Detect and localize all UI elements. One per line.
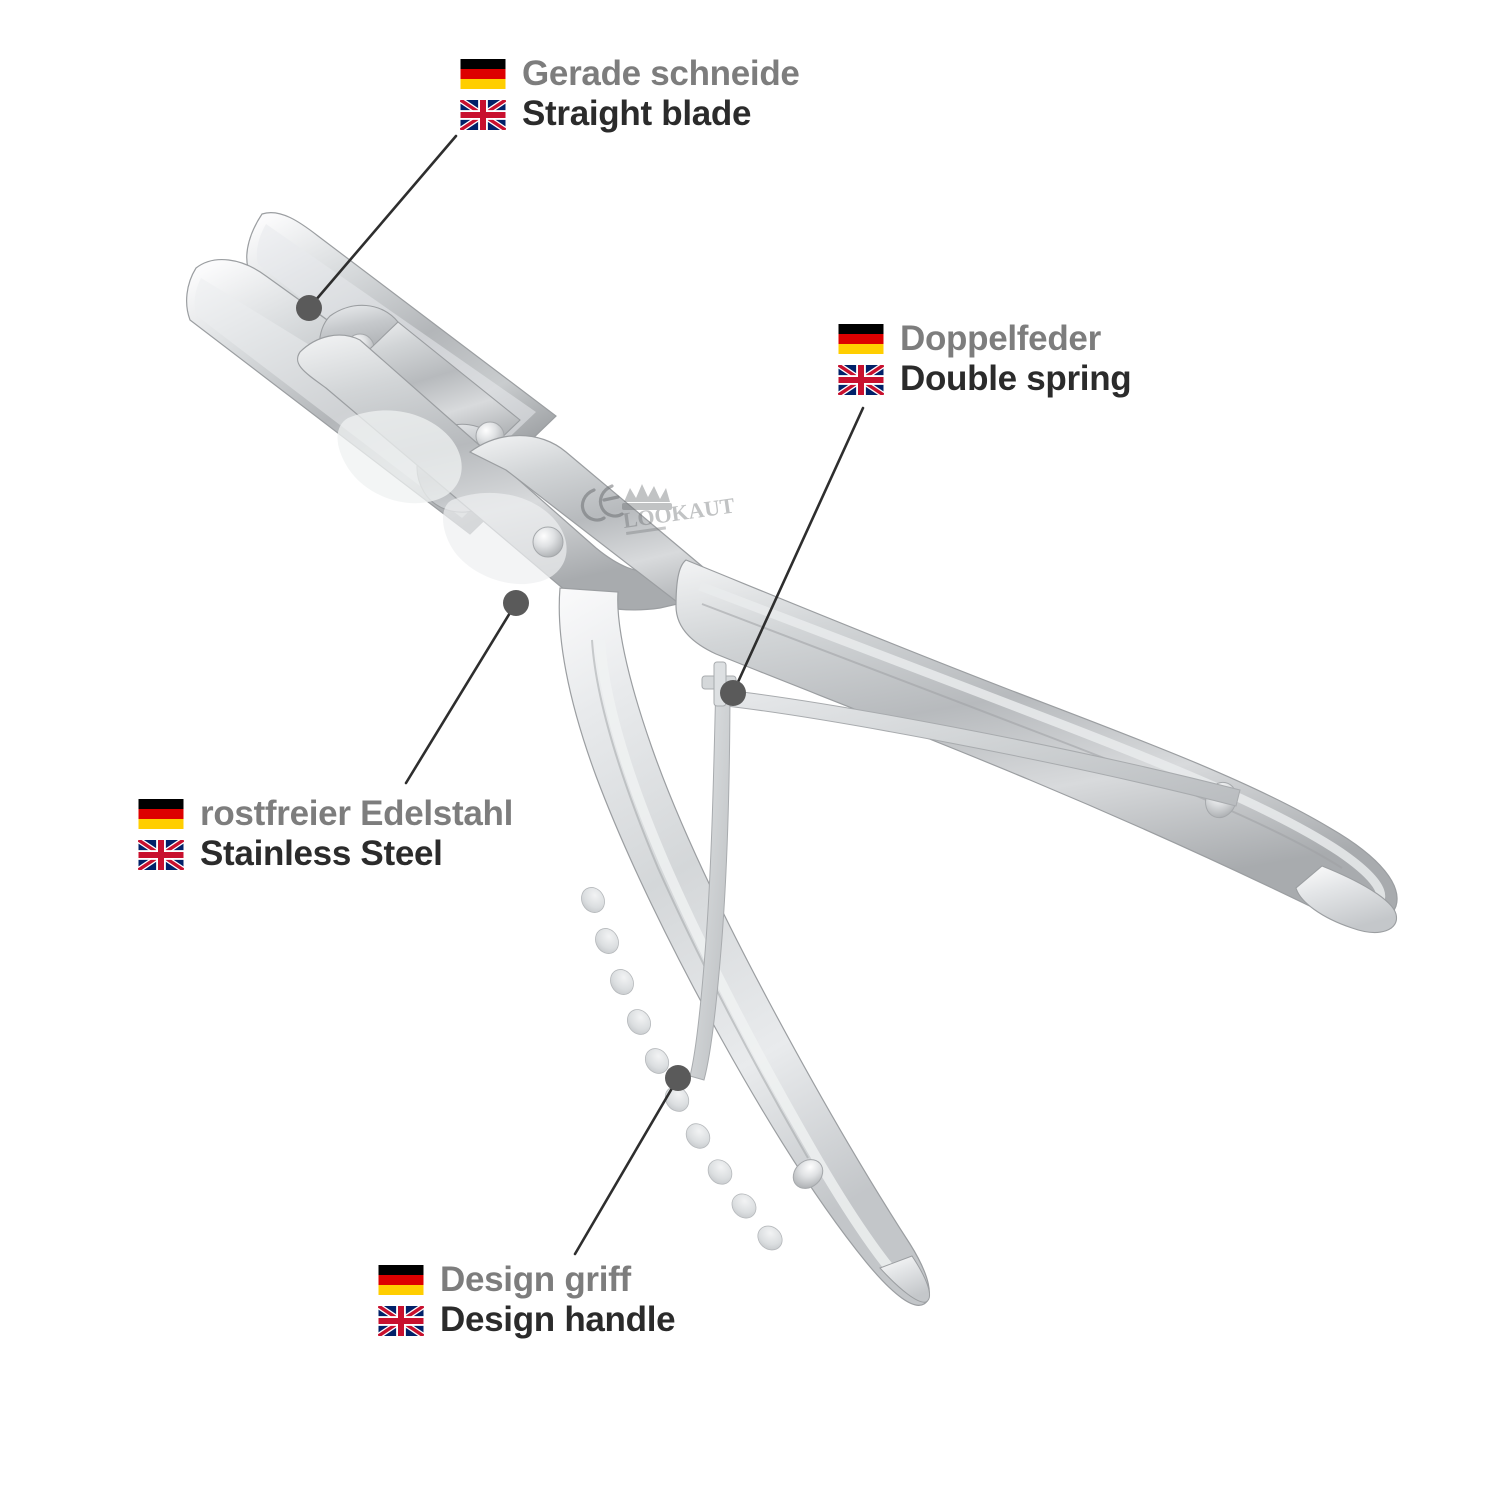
flag-germany-icon (378, 1265, 424, 1296)
flag-uk-icon (138, 839, 184, 870)
callout-row-en: Straight blade (460, 94, 800, 134)
leader-line-stainless-steel (404, 601, 518, 785)
flag-germany-icon (460, 59, 506, 90)
callout-dot-double-spring (720, 680, 746, 706)
callout-label-de: Doppelfeder (900, 319, 1101, 358)
callout-straight-blade: Gerade schneide Straight blade (460, 54, 800, 134)
flag-uk-icon (378, 1305, 424, 1336)
leader-line-double-spring (731, 406, 865, 695)
lower-handle (558, 587, 930, 1306)
callout-label-de: Design griff (440, 1260, 631, 1299)
callout-row-en: Stainless Steel (138, 834, 513, 874)
callout-leader-lines (307, 134, 865, 1256)
flag-germany-icon (138, 799, 184, 830)
callout-label-de: Gerade schneide (522, 54, 800, 93)
tool-head-body (296, 334, 714, 611)
double-spring (689, 661, 1241, 1081)
callout-design-handle: Design griff Design handle (378, 1260, 676, 1340)
callout-label-de: rostfreier Edelstahl (200, 794, 513, 833)
rivet-main-pivot (532, 526, 564, 558)
callout-label-en: Design handle (440, 1300, 676, 1340)
callout-stainless-steel: rostfreier Edelstahl Stainless Steel (138, 794, 513, 874)
callout-row-de: rostfreier Edelstahl (138, 794, 513, 833)
callout-label-en: Stainless Steel (200, 834, 443, 874)
flag-germany-icon (838, 324, 884, 355)
callout-row-de: Gerade schneide (460, 54, 800, 93)
ce-mark-engraving (580, 484, 624, 522)
brand-logo-engraving: LOOKAUT (621, 484, 736, 535)
leader-line-design-handle (573, 1076, 680, 1256)
upper-handle (675, 559, 1398, 933)
handle-stud-lower (792, 1159, 824, 1189)
grip-dimples (581, 887, 783, 1251)
leader-line-straight-blade (307, 134, 458, 310)
callout-dot-stainless-steel (503, 590, 529, 616)
callout-row-de: Design griff (378, 1260, 675, 1299)
callout-double-spring: Doppelfeder Double spring (838, 319, 1132, 399)
flag-uk-icon (460, 99, 506, 130)
callout-row-de: Doppelfeder (838, 319, 1131, 358)
callout-dot-straight-blade (296, 295, 322, 321)
callout-dot-design-handle (665, 1065, 691, 1091)
callout-row-en: Design handle (378, 1300, 676, 1340)
flag-uk-icon (838, 364, 884, 395)
callout-dots (296, 295, 746, 1091)
callout-label-en: Straight blade (522, 94, 752, 134)
callout-label-en: Double spring (900, 359, 1132, 399)
callout-row-en: Double spring (838, 359, 1132, 399)
